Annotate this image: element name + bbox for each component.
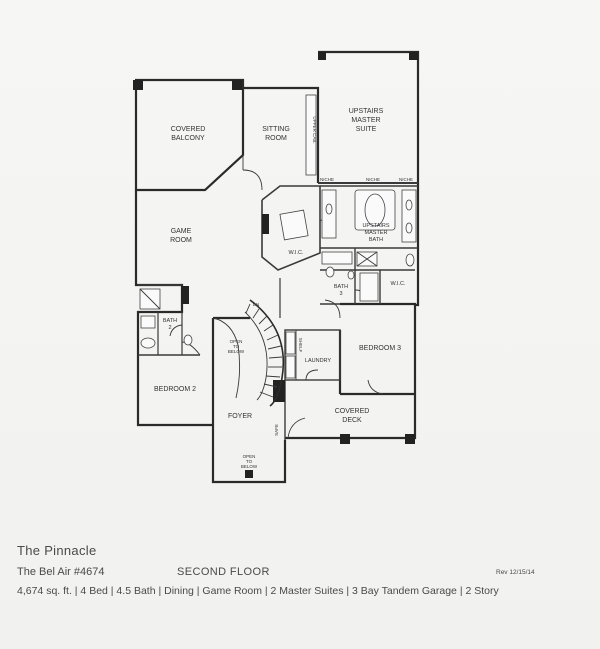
fixtures: [139, 94, 417, 379]
floor-name: SECOND FLOOR: [177, 566, 270, 578]
label-bedroom-2: BEDROOM 2: [154, 386, 196, 393]
door-swings: [169, 155, 384, 439]
label-niche-1: NICHE: [320, 177, 334, 182]
home-specs: 4,674 sq. ft. | 4 Bed | 4.5 Bath | Dinin…: [17, 585, 499, 597]
label-shelf: SHELF: [298, 338, 303, 353]
interior-walls: [138, 185, 418, 440]
revision-date: Rev 12/15/14: [496, 569, 535, 576]
curved-staircase: [212, 299, 285, 407]
label-wic-3: W.I.C.: [391, 281, 406, 287]
label-niche-3: NICHE: [399, 177, 413, 182]
label-bedroom-3: BEDROOM 3: [359, 345, 401, 352]
model-name: The Bel Air #4674: [17, 566, 105, 578]
label-safe-nook: SAFE: [274, 424, 279, 436]
community-name: The Pinnacle: [17, 543, 97, 558]
label-laundry: LAUNDRY: [305, 358, 332, 364]
label-dn: DN: [253, 302, 260, 307]
label-niche-2: NICHE: [366, 177, 380, 182]
label-upper-cab: UPPER CAB.: [312, 116, 317, 143]
label-wic-master: W.I.C.: [289, 250, 304, 256]
label-foyer: FOYER: [228, 413, 252, 420]
